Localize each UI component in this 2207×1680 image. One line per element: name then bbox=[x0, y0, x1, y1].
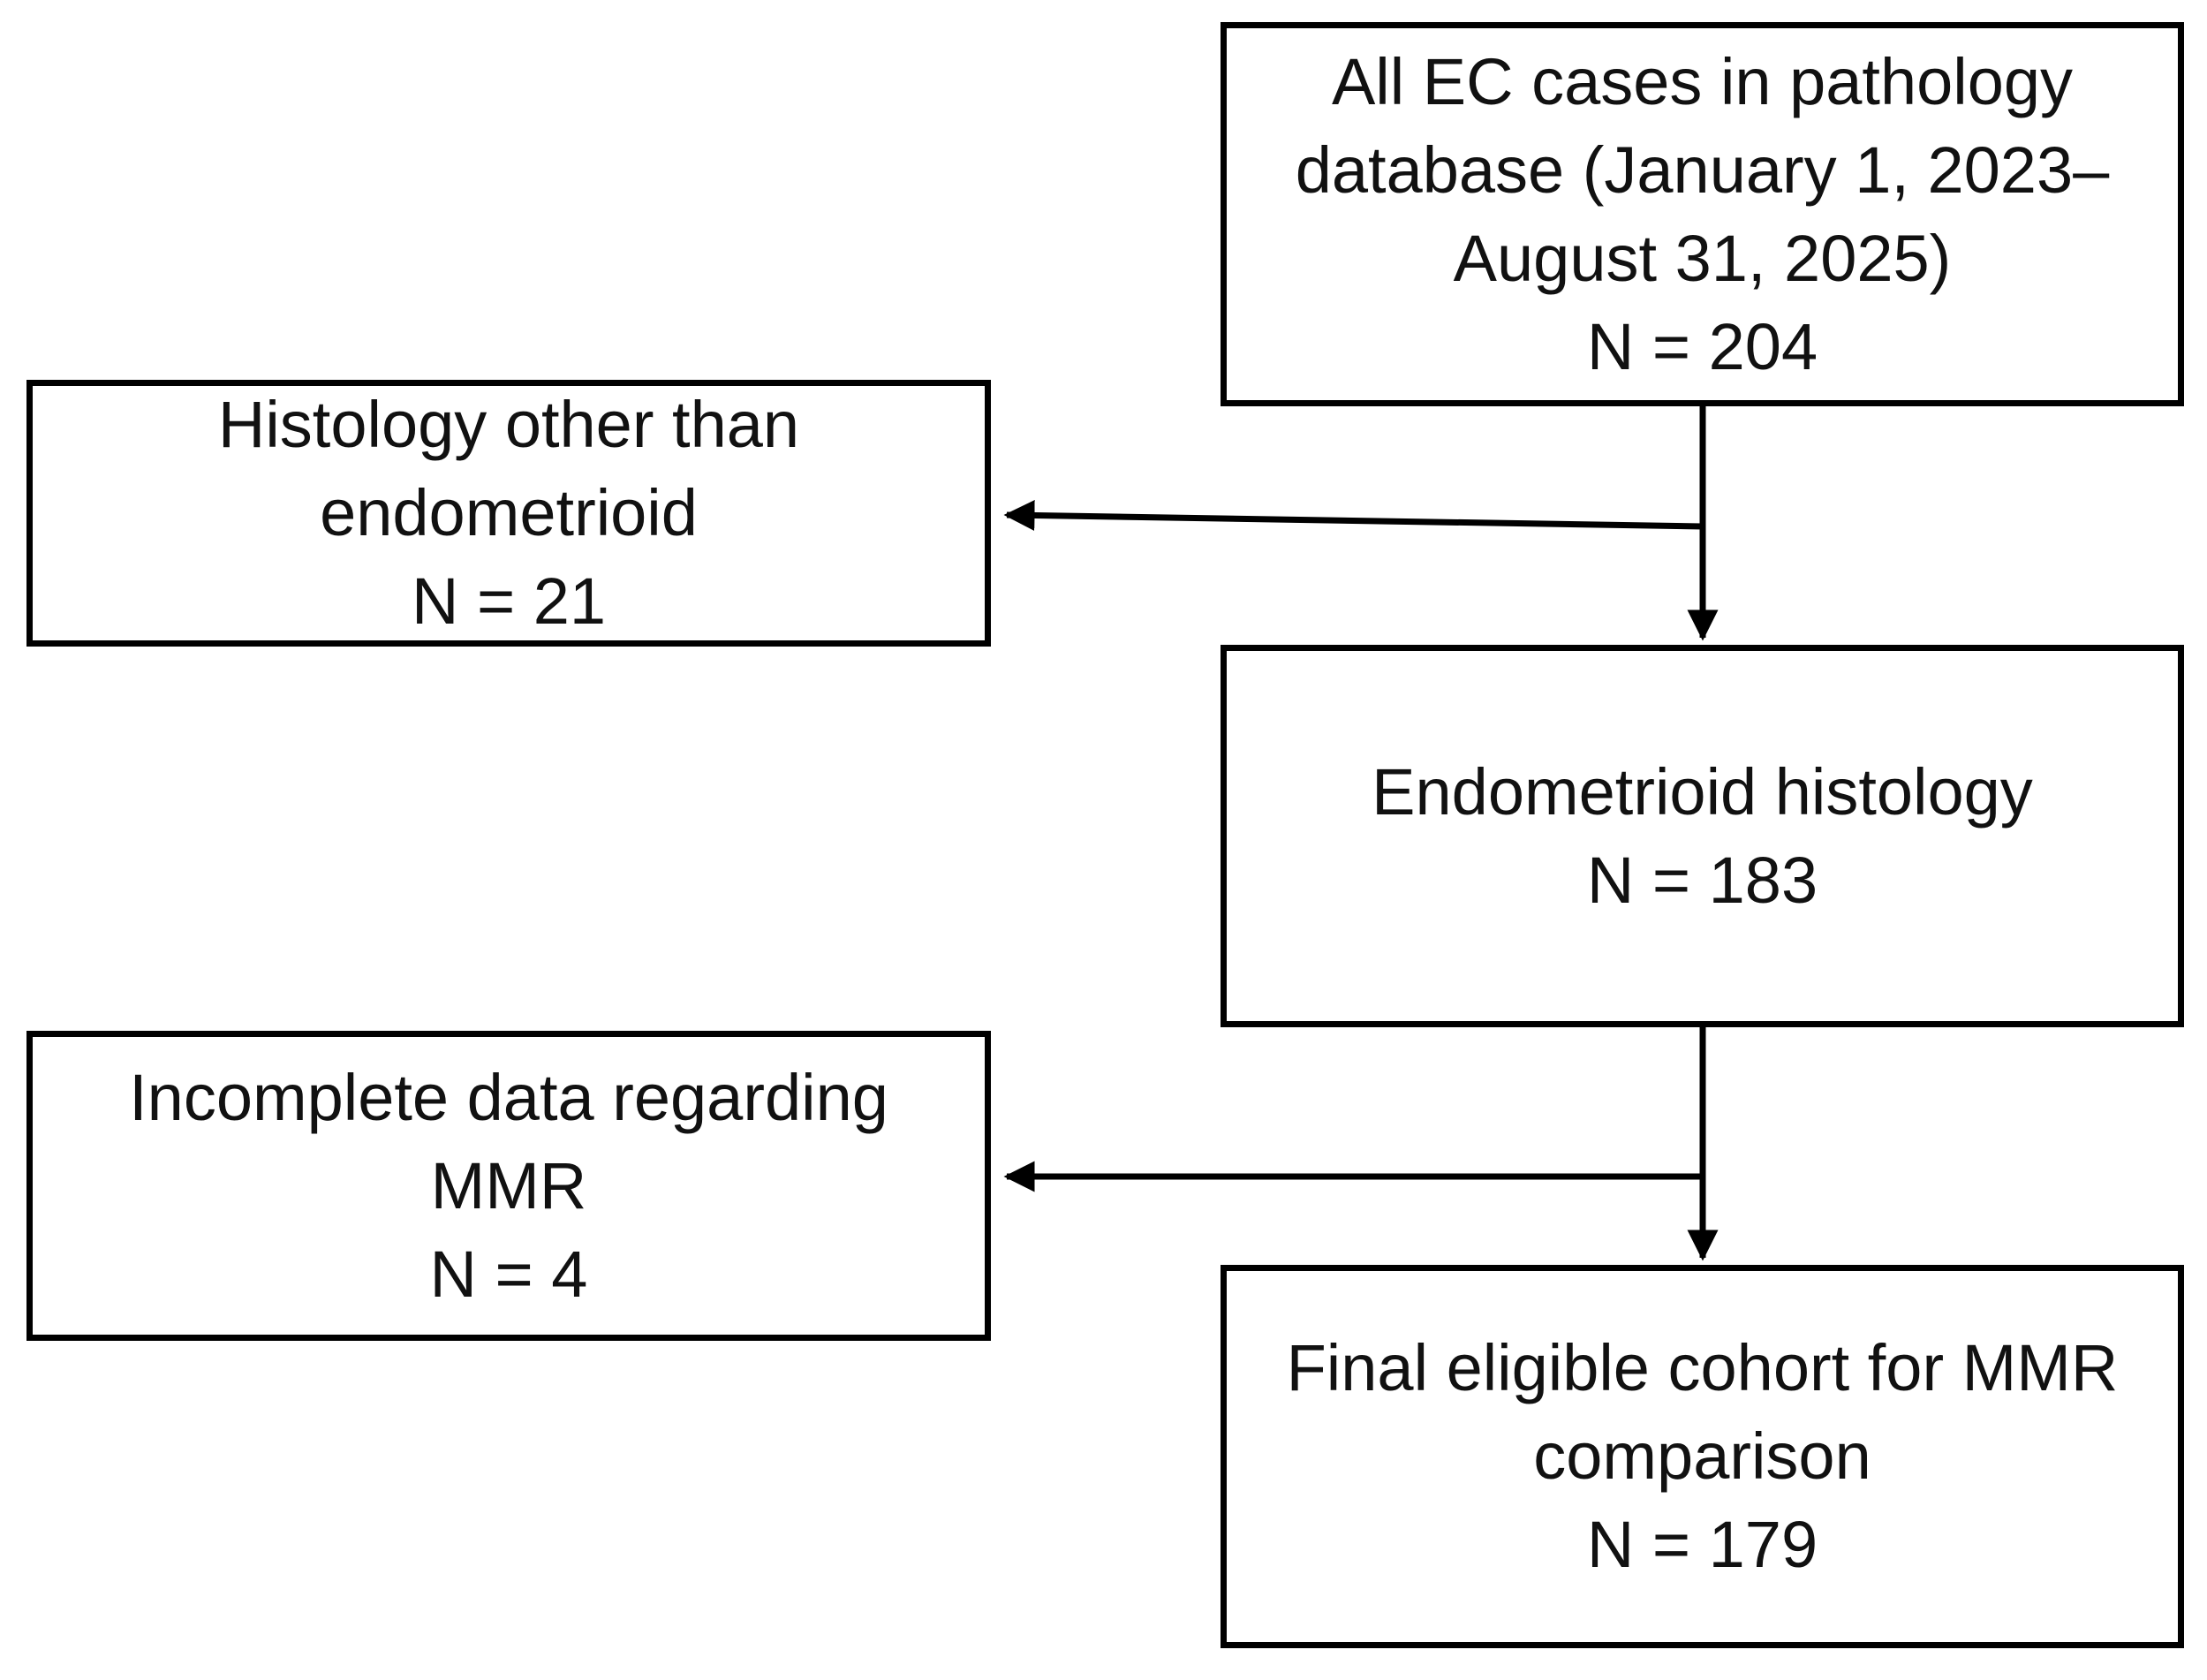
count-label: N = 183 bbox=[1586, 843, 1818, 917]
box-histology-other-than-endometrioid: Histology other than endometrioid N = 21 bbox=[26, 380, 991, 647]
text-line: Incomplete data regarding bbox=[129, 1060, 888, 1134]
count-label: N = 21 bbox=[411, 564, 607, 638]
box-endometrioid-histology: Endometrioid histology N = 183 bbox=[1221, 645, 2184, 1027]
text-line: August 31, 2025) bbox=[1453, 221, 1952, 295]
count-label: N = 179 bbox=[1586, 1508, 1818, 1581]
count-label: N = 4 bbox=[429, 1237, 588, 1311]
text-line: All EC cases in pathology bbox=[1331, 44, 2074, 118]
text-line: Histology other than bbox=[217, 388, 800, 461]
text-line: comparison bbox=[1533, 1419, 1871, 1493]
text-line: Endometrioid histology bbox=[1372, 754, 2033, 829]
box-final-eligible-cohort: Final eligible cohort for MMR comparison… bbox=[1221, 1265, 2184, 1648]
text-line: database (January 1, 2023– bbox=[1295, 132, 2110, 207]
box-incomplete-data-mmr: Incomplete data regarding MMR N = 4 bbox=[26, 1031, 991, 1341]
text-line: Final eligible cohort for MMR bbox=[1286, 1331, 2119, 1404]
count-label: N = 204 bbox=[1586, 309, 1818, 383]
text-line: MMR bbox=[430, 1148, 587, 1222]
box-all-ec-cases: All EC cases in pathology database (Janu… bbox=[1221, 22, 2184, 406]
arrow-to-histology-other-exclusion bbox=[1003, 500, 1704, 532]
text-line: endometrioid bbox=[320, 476, 698, 549]
